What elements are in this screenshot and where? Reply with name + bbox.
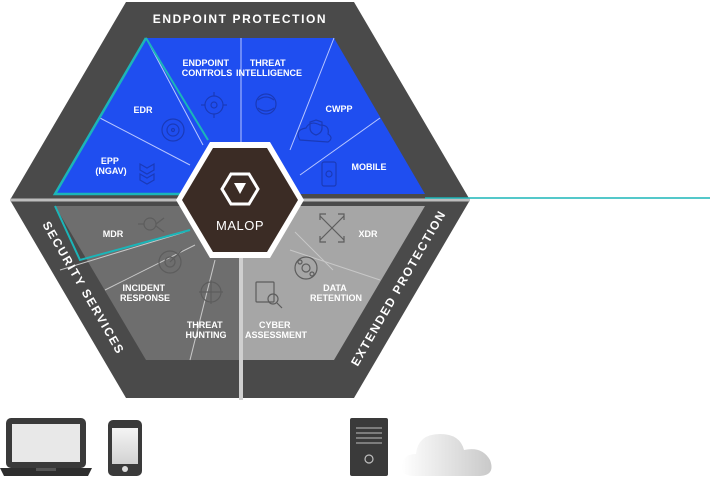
label-mobile: MOBILE bbox=[352, 162, 387, 172]
server-icon bbox=[350, 418, 388, 476]
incident-response-icon bbox=[158, 249, 183, 274]
blue-divider-lines bbox=[99, 37, 381, 176]
center-hexagon bbox=[182, 148, 298, 252]
threat-intelligence-icon bbox=[255, 93, 277, 115]
label-cyber-assessment: CYBER ASSESSMENT bbox=[245, 320, 308, 340]
phone-icon bbox=[108, 420, 142, 476]
threat-hunting-icon bbox=[199, 280, 223, 304]
laptop-icon bbox=[0, 418, 92, 476]
label-endpoint-controls: ENDPOINT CONTROLS bbox=[182, 58, 233, 78]
label-edr: EDR bbox=[133, 105, 153, 115]
label-data-retention: DATA RETENTION bbox=[310, 283, 362, 303]
data-retention-icon bbox=[294, 256, 318, 280]
xdr-icon bbox=[319, 213, 345, 243]
cloud-icon bbox=[401, 434, 492, 476]
label-cwpp: CWPP bbox=[326, 104, 353, 114]
mdr-icon bbox=[138, 217, 165, 233]
cwpp-icon bbox=[297, 119, 332, 143]
extended-protection-region bbox=[240, 206, 425, 360]
label-mdr: MDR bbox=[103, 229, 124, 239]
ring-label-endpoint-protection: ENDPOINT PROTECTION bbox=[153, 12, 327, 26]
malop-logo-icon bbox=[220, 172, 260, 206]
mobile-icon bbox=[321, 161, 337, 187]
teal-outline-top-left bbox=[52, 37, 180, 196]
endpoint-controls-icon bbox=[201, 92, 227, 118]
label-threat-hunting: THREAT HUNTING bbox=[186, 320, 227, 340]
center-label: MALOP bbox=[216, 218, 264, 233]
cyber-assessment-icon bbox=[255, 281, 283, 309]
security-services-region bbox=[55, 206, 240, 360]
label-incident-response: INCIDENT RESPONSE bbox=[120, 283, 170, 303]
endpoint-protection-region bbox=[55, 38, 425, 194]
teal-outline-edr bbox=[145, 37, 209, 141]
epp-icon bbox=[139, 162, 155, 185]
edr-icon bbox=[161, 118, 185, 142]
label-xdr: XDR bbox=[358, 229, 378, 239]
teal-outline-mdr bbox=[54, 205, 191, 262]
label-epp: EPP (NGAV) bbox=[95, 156, 126, 176]
label-threat-intelligence: THREAT INTELLIGENCE bbox=[236, 58, 302, 78]
